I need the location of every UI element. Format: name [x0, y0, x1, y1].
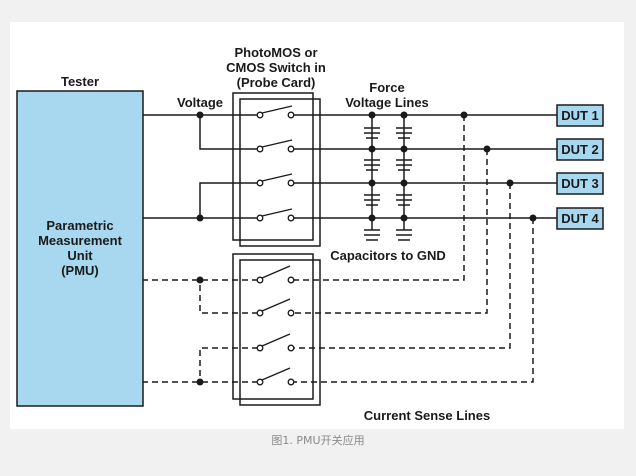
dut-1: DUT 1 — [556, 104, 604, 127]
capacitor-symbol — [364, 127, 380, 139]
sense-switch-contacts — [256, 265, 295, 386]
capacitor-junction-dot — [400, 179, 408, 187]
tester-label: Tester — [61, 74, 99, 89]
capacitor-symbol — [396, 127, 412, 139]
dut-4-label: DUT 4 — [561, 211, 599, 226]
figure-caption: 图1. PMU开关应用 — [271, 434, 365, 447]
switch-label-line-2: CMOS Switch in — [226, 60, 326, 75]
capacitor-junction-dot — [400, 145, 408, 153]
capacitor-junction-dot — [368, 145, 376, 153]
pmu-label-line-1: Parametric — [46, 218, 113, 233]
dut-2: DUT 2 — [556, 138, 604, 161]
dut-2-label: DUT 2 — [561, 142, 599, 157]
capacitor-symbol — [396, 229, 412, 241]
capacitor-symbol — [396, 194, 412, 206]
dut-3: DUT 3 — [556, 172, 604, 195]
force-switch-box-shadow — [239, 98, 321, 247]
capacitor-junction-dot — [400, 111, 408, 119]
dut-1-label: DUT 1 — [561, 108, 599, 123]
capacitor-group — [364, 111, 412, 241]
current-sense-label: Current Sense Lines — [364, 408, 490, 423]
force-label-line-1: Force — [369, 80, 404, 95]
sense-switch-box — [232, 253, 314, 400]
pmu-label-line-3: Unit — [67, 248, 93, 263]
capacitor-junction-dot — [368, 214, 376, 222]
pmu-label-line-2: Measurement — [38, 233, 122, 248]
capacitors-label: Capacitors to GND — [330, 248, 446, 263]
force-switch-box — [232, 92, 314, 241]
capacitor-junction-dot — [368, 179, 376, 187]
current-sense-lines — [143, 115, 534, 383]
capacitor-symbol — [364, 159, 380, 171]
capacitor-symbol — [396, 159, 412, 171]
capacitor-junction-dot — [368, 111, 376, 119]
voltage-label: Voltage — [177, 95, 223, 110]
switch-label-line-1: PhotoMOS or — [234, 45, 317, 60]
force-label-line-2: Voltage Lines — [345, 95, 429, 110]
pmu-label-line-4: (PMU) — [61, 263, 99, 278]
junction-dots — [196, 111, 537, 386]
switch-label-line-3: (Probe Card) — [237, 75, 316, 90]
capacitor-symbol — [364, 194, 380, 206]
dut-3-label: DUT 3 — [561, 176, 599, 191]
capacitor-symbol — [364, 229, 380, 241]
sense-switch-box-shadow — [239, 259, 321, 406]
capacitor-junction-dot — [400, 214, 408, 222]
force-voltage-lines — [143, 114, 557, 219]
force-switch-contacts — [256, 105, 295, 222]
pmu-block — [16, 90, 144, 407]
dut-4: DUT 4 — [556, 207, 604, 230]
